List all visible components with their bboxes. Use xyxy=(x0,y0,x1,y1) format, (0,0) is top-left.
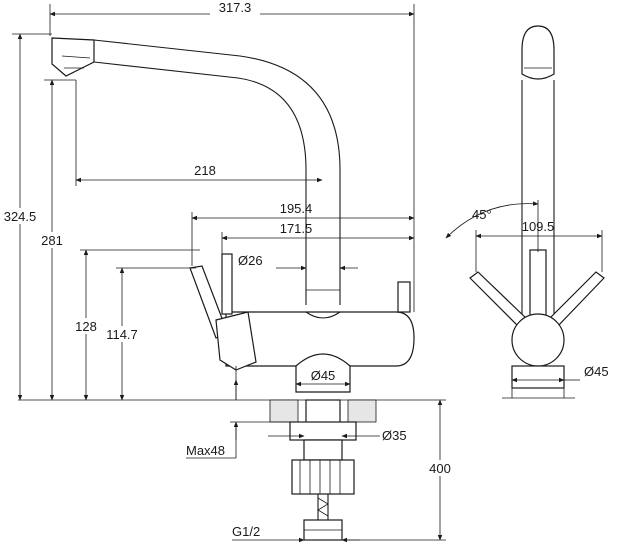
dim-lever-angle: 45° xyxy=(472,207,492,222)
side-body-circle xyxy=(511,313,565,367)
cartridge xyxy=(291,459,355,495)
lever-hub xyxy=(215,311,257,371)
side-dimensions: 109.5 45° Ø45 xyxy=(445,200,609,384)
dim-overall-width: 317.3 xyxy=(219,0,252,15)
filter-tap xyxy=(397,281,411,313)
side-spout-head xyxy=(521,25,555,80)
dim-shank-diameter: Ø35 xyxy=(382,428,407,443)
dim-base-diameter: Ø45 xyxy=(311,368,336,383)
dim-spout-diameter: Ø26 xyxy=(238,253,263,268)
dim-side-base-diameter: Ø45 xyxy=(584,364,609,379)
dim-spout-height: 281 xyxy=(41,233,63,248)
front-view xyxy=(18,37,446,541)
dim-max-thickness: Max48 xyxy=(186,443,225,458)
countertop-section-left xyxy=(269,399,299,423)
faucet-body xyxy=(225,311,415,367)
dim-handle-reach: 171.5 xyxy=(280,221,313,236)
dim-hose-length: 400 xyxy=(429,461,451,476)
dim-thread: G1/2 xyxy=(232,524,260,539)
dim-spout-reach: 218 xyxy=(194,163,216,178)
front-dimensions: 317.3 324.5 281 218 195.4 171.5 Ø26 128 xyxy=(1,0,455,543)
side-lever-right xyxy=(547,271,605,329)
countertop-section-right xyxy=(347,399,377,423)
side-view xyxy=(469,25,605,399)
dim-lever-reach: 195.4 xyxy=(280,201,313,216)
spout-arm xyxy=(93,39,341,305)
dim-body-height: 128 xyxy=(75,319,97,334)
dim-handle-height: 114.7 xyxy=(106,327,138,342)
side-lever-left xyxy=(469,271,529,329)
mount-nut xyxy=(289,421,357,441)
dim-overall-height: 324.5 xyxy=(4,209,37,224)
